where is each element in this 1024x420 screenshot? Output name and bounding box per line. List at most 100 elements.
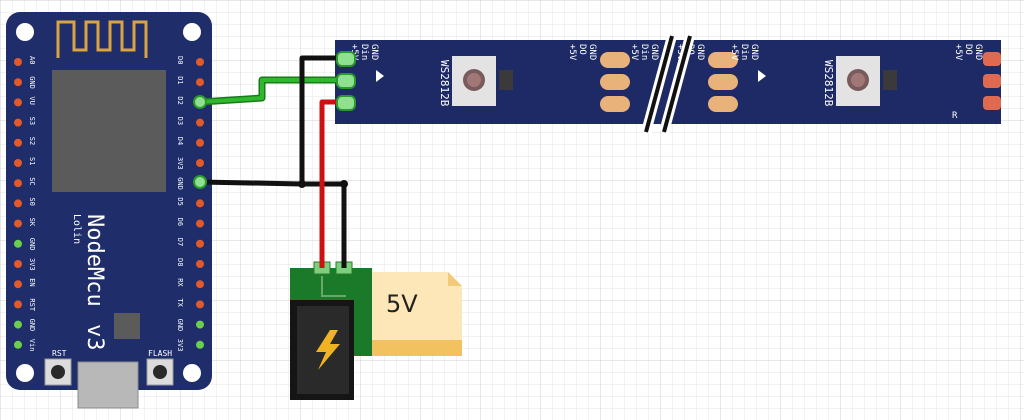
voltage-note xyxy=(372,272,462,356)
strip-input-label-3: +5V xyxy=(729,44,739,61)
pin-highlight-gnd xyxy=(193,175,207,189)
direction-arrow xyxy=(758,70,766,82)
strip-input-label-2: GND xyxy=(649,44,659,60)
pin-label-left: SC xyxy=(28,177,36,185)
junction-dot xyxy=(340,180,348,188)
strip-input-label-3: GND xyxy=(749,44,759,60)
pin-right[interactable] xyxy=(196,219,204,228)
pin-label-right: 3V3 xyxy=(176,339,184,352)
solder-pad xyxy=(600,96,630,112)
pin-right[interactable] xyxy=(196,280,204,289)
flash-button-label: FLASH xyxy=(148,349,172,358)
strip-output-label: DO xyxy=(577,44,587,55)
pin-label-left: GND xyxy=(28,319,36,332)
usb-port xyxy=(77,361,139,409)
pin-label-right: D5 xyxy=(176,197,184,205)
led-icon xyxy=(452,56,513,106)
strip-end-label: GND xyxy=(973,44,983,60)
strip-input-label: +5V xyxy=(349,44,359,61)
pin-label-right: TX xyxy=(176,298,184,307)
pin-label-right: RX xyxy=(176,278,184,287)
pin-label-left: S2 xyxy=(28,137,36,145)
lightning-icon xyxy=(316,330,340,370)
end-pads xyxy=(983,52,1001,110)
strip-input-label-2: Din xyxy=(639,44,649,60)
strip-end-label: +5V xyxy=(953,44,963,61)
mount-hole xyxy=(183,364,201,382)
pin-right[interactable] xyxy=(196,320,204,329)
pin-right[interactable] xyxy=(196,58,204,66)
pin-label-right: D1 xyxy=(176,76,184,84)
strip-output-label-2: GND xyxy=(695,44,705,60)
pin-label-left: Vin xyxy=(28,339,36,352)
pin-left[interactable] xyxy=(14,58,22,66)
pin-label-right: D8 xyxy=(176,258,184,266)
pin-label-left: S0 xyxy=(28,197,36,205)
wifi-antenna-icon xyxy=(56,20,148,58)
pin-left[interactable] xyxy=(14,98,22,107)
pin-left[interactable] xyxy=(14,78,22,87)
pin-left[interactable] xyxy=(14,219,22,228)
reset-button-label: RST xyxy=(52,349,67,358)
pin-right[interactable] xyxy=(196,260,204,268)
junction-dot xyxy=(298,180,306,188)
pin-label-right: D4 xyxy=(176,137,184,145)
strip-output-label: +5V xyxy=(567,44,577,61)
strip-output-label-2: +5V xyxy=(675,44,685,61)
pin-left[interactable] xyxy=(14,199,22,208)
direction-arrow xyxy=(376,70,384,82)
reset-button[interactable] xyxy=(44,358,72,386)
pin-left[interactable] xyxy=(14,179,22,188)
strip-input-label: Din xyxy=(359,44,369,60)
pin-left[interactable] xyxy=(14,118,22,127)
strip-output-label: GND xyxy=(587,44,597,60)
mount-hole xyxy=(16,364,34,382)
pin-right[interactable] xyxy=(196,239,204,248)
strip-break-mark xyxy=(641,34,695,134)
pin-label-right: D3 xyxy=(176,117,184,125)
ground-wire xyxy=(199,55,354,187)
pin-right[interactable] xyxy=(196,138,204,147)
pin-left[interactable] xyxy=(14,239,22,248)
board-maker: Lolin xyxy=(71,214,82,244)
pin-right[interactable] xyxy=(196,300,204,309)
solder-pad xyxy=(600,52,630,68)
solder-pad xyxy=(708,96,738,112)
esp-module xyxy=(52,70,166,192)
pin-left[interactable] xyxy=(14,280,22,289)
regulator-chip xyxy=(114,313,140,339)
board-version: v3 xyxy=(82,324,107,351)
pin-label-left: GND xyxy=(28,76,36,89)
pin-left[interactable] xyxy=(14,320,22,329)
pin-left[interactable] xyxy=(14,138,22,147)
pin-left[interactable] xyxy=(14,260,22,268)
board-name: NodeMcu xyxy=(82,214,107,307)
pin-label-left: S1 xyxy=(28,157,36,165)
strip-input-pads xyxy=(336,51,356,111)
pin-left[interactable] xyxy=(14,340,22,349)
voltage-label: 5V xyxy=(386,290,418,318)
strip-input-label: GND xyxy=(369,44,379,60)
pin-right[interactable] xyxy=(196,118,204,127)
pin-right[interactable] xyxy=(196,199,204,208)
pin-label-left: VU xyxy=(28,96,36,104)
pin-label-left: SK xyxy=(28,218,36,227)
pin-label-right: GND xyxy=(176,177,184,190)
flash-button[interactable] xyxy=(146,358,174,386)
pin-left[interactable] xyxy=(14,300,22,309)
pin-right[interactable] xyxy=(196,159,204,167)
solder-pad xyxy=(600,74,630,90)
pin-right[interactable] xyxy=(196,78,204,87)
pin-label-right: D0 xyxy=(176,56,184,64)
led-icon xyxy=(836,56,897,106)
pin-left[interactable] xyxy=(14,159,22,167)
pin-label-right: GND xyxy=(176,319,184,332)
strip-input-label-3: Din xyxy=(739,44,749,60)
pin-right[interactable] xyxy=(196,340,204,349)
pin-label-right: D2 xyxy=(176,96,184,104)
solder-pad xyxy=(708,52,738,68)
power-jack[interactable] xyxy=(290,261,372,400)
pin-label-right: 3V3 xyxy=(176,157,184,170)
